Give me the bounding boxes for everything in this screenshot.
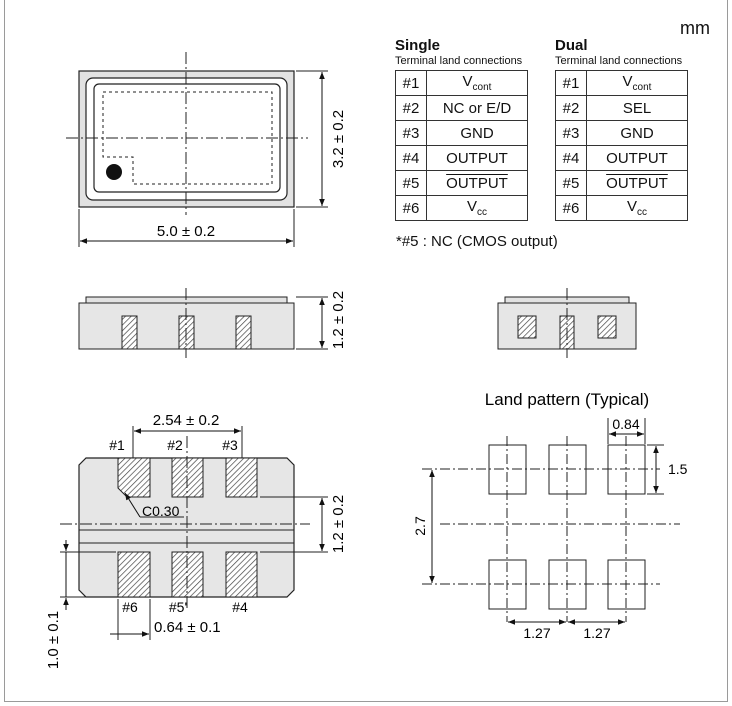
land-pad-height-text: 1.5 bbox=[668, 461, 688, 477]
land-pitch-right-text: 1.27 bbox=[583, 625, 610, 641]
dual-pin-function: Vcont bbox=[586, 70, 688, 96]
single-pin-function: GND bbox=[426, 120, 528, 146]
pitch-dim-text: 2.54 ± 0.2 bbox=[153, 412, 220, 429]
side-view-long: 1.2 ± 0.2 bbox=[78, 288, 347, 358]
gap-dim-text: 1.0 ± 0.1 bbox=[45, 611, 62, 669]
pad-1 bbox=[117, 457, 151, 498]
pad-4 bbox=[225, 551, 258, 598]
single-pin-function: Vcc bbox=[426, 195, 528, 221]
single-pin-number: #5 bbox=[395, 170, 427, 196]
bottom-view: #1 #2 #3 #6 #5' #4 2.54 ± 0.2 C0.30 1.2 … bbox=[45, 412, 347, 669]
pin-label-1: #1 bbox=[109, 437, 125, 453]
pad-height-dim-text: 1.2 ± 0.2 bbox=[330, 495, 347, 553]
dual-title: Dual bbox=[555, 37, 588, 54]
pin-label-4: #4 bbox=[232, 599, 248, 615]
pin-label-5: #5' bbox=[169, 599, 187, 615]
chamfer-text: C0.30 bbox=[142, 503, 180, 519]
unit-label: mm bbox=[680, 18, 710, 38]
single-subtitle: Terminal land connections bbox=[395, 55, 523, 67]
dual-pin-function: GND bbox=[586, 120, 688, 146]
drawing-frame bbox=[4, 0, 728, 702]
pin-label-3: #3 bbox=[222, 437, 238, 453]
pad-6 bbox=[117, 551, 151, 598]
land-pattern-title: Land pattern (Typical) bbox=[485, 390, 649, 409]
pad-3 bbox=[225, 457, 258, 498]
pin-label-6: #6 bbox=[122, 599, 138, 615]
pin1-marker bbox=[106, 164, 122, 180]
single-pin-number: #4 bbox=[395, 145, 427, 171]
height-dim-text: 3.2 ± 0.2 bbox=[330, 110, 347, 168]
dual-subtitle: Terminal land connections bbox=[555, 55, 683, 67]
single-pin-number: #3 bbox=[395, 120, 427, 146]
land-pad-width-text: 0.84 bbox=[612, 416, 639, 432]
land-row-spacing-text: 2.7 bbox=[412, 516, 428, 536]
side-pad-3 bbox=[235, 315, 252, 350]
dual-pin-function: Vcc bbox=[586, 195, 688, 221]
top-view: 5.0 ± 0.2 3.2 ± 0.2 bbox=[66, 52, 347, 247]
side-height-dim-text: 1.2 ± 0.2 bbox=[330, 291, 347, 349]
land-pattern: Land pattern (Typical) 0.84 1.5 2.7 1.27… bbox=[412, 390, 688, 641]
pin-label-2: #2 bbox=[167, 437, 183, 453]
dual-pin-function: SEL bbox=[586, 95, 688, 121]
width-dim-text: 5.0 ± 0.2 bbox=[157, 223, 215, 240]
dual-pin-function: OUTPUT bbox=[586, 170, 688, 196]
land-pitch-left-text: 1.27 bbox=[523, 625, 550, 641]
crystal-outline bbox=[102, 91, 273, 185]
single-title: Single bbox=[395, 37, 441, 54]
pad-width-dim-text: 0.64 ± 0.1 bbox=[154, 619, 221, 636]
dual-pin-number: #1 bbox=[555, 70, 587, 96]
dual-pin-number: #6 bbox=[555, 195, 587, 221]
side-pad-1 bbox=[121, 315, 138, 350]
dual-pin-number: #2 bbox=[555, 95, 587, 121]
side-view-short bbox=[497, 288, 637, 358]
single-pin-function: NC or E/D bbox=[426, 95, 528, 121]
footnote: *#5 : NC (CMOS output) bbox=[396, 233, 558, 250]
single-pin-number: #1 bbox=[395, 70, 427, 96]
